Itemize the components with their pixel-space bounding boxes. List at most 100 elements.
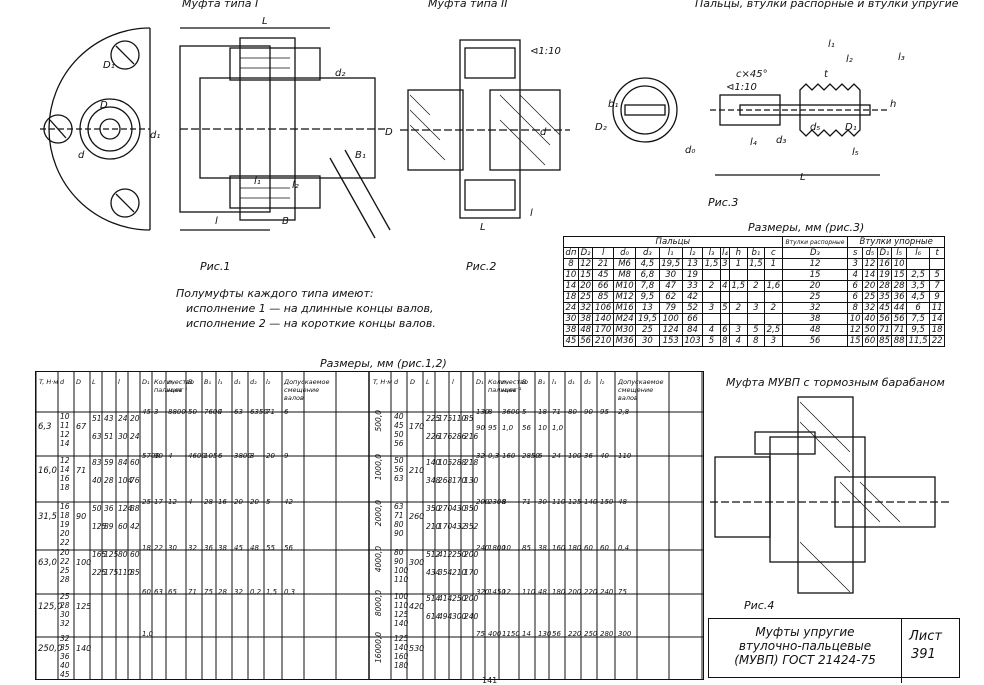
table3-col-header: l₅ [891,247,907,259]
outer-diameter-cell: 260 [409,512,425,521]
table-cell: 8 [746,335,766,347]
table3-col-header: l [592,247,614,259]
length-cell: 210 [452,568,467,577]
dimension-cell: 71 [188,588,197,596]
length-cell: 20 [130,414,140,423]
dimension-cell: 6 [218,452,223,460]
outer-diameter-cell: 100 [76,558,92,567]
figure-2-drawing: ⊲1:10 D d L l [385,39,570,233]
dimension-cell: 14 [522,630,531,638]
length-cell: 414 [438,594,453,603]
table-cell: M10 [612,280,637,292]
table-cell: 10 [891,258,907,270]
dimension-cell: 8800 [168,408,186,416]
dimension-cell: 63 [154,588,163,596]
column-header: l [452,378,454,386]
dimension-cell: 63 [234,408,243,416]
table-cell: 19 [876,269,893,281]
dimension-cell: 5 [266,498,271,506]
shaft-diameter-cell: 20 22 25 28 [60,548,70,584]
column-header: Допускаемое смещение валов [284,378,330,402]
dimension-cell: 2,8 [618,408,630,416]
table-cell: 103 [681,335,704,347]
table-cell: 45 [876,302,893,314]
table-cell: 12 [577,258,594,270]
table-cell: 20 [862,280,878,292]
dimension-cell: 280 [600,630,614,638]
dimension-cell: 4 [218,408,223,416]
column-header: d₁ [568,378,575,386]
column-header: D [410,378,416,386]
column-header: d₂ [250,378,257,386]
length-cell: 170 [464,568,479,577]
shaft-diameter-cell: 63 71 80 90 [394,502,404,538]
table-cell: 16 [876,258,893,270]
shaft-diameter-cell: 125 140 160 180 [394,634,409,670]
dimension-cell: 28 [218,588,227,596]
column-header: d₁ [234,378,241,386]
table-cell: 6 [847,291,864,303]
dimension-cell: 38 [538,544,547,552]
length-cell: 42 [130,522,140,531]
table-cell [702,313,721,325]
table-cell: 25 [635,324,660,336]
group-fingers: Пальцы [563,236,783,248]
table-cell: 8 [719,335,731,347]
table-cell: 7,5 [905,313,931,325]
torque-cell: 1000,0 [374,454,383,481]
table3-col-header: c [764,247,783,259]
column-header: D [76,378,82,386]
length-cell: 88 [130,504,140,513]
length-cell: 210 [426,522,441,531]
dimension-cell: 160 [552,544,566,552]
svg-text:d: d [540,127,547,138]
length-cell: 110 [452,414,467,423]
table-cell: 5 [719,302,731,314]
dimension-cell: 100 [568,452,582,460]
length-cell: 24 [118,414,128,423]
table-cell: 11,5 [905,335,931,347]
shaft-diameter-cell: 10 11 12 14 [60,412,70,448]
column-header: D₁ [142,378,150,386]
table-cell: 88 [891,335,907,347]
table-cell [929,258,945,270]
table-cell: 21 [592,258,614,270]
dimension-cell: 140 [584,498,598,506]
svg-text:D₂: D₂ [595,122,607,133]
length-cell: 250 [452,550,467,559]
dimension-cell: 75 [618,588,627,596]
svg-text:l₅: l₅ [852,147,859,158]
title-line-1: Муфты упругие [755,625,855,639]
svg-text:t: t [824,69,829,80]
table-cell: 6 [905,302,931,314]
length-cell: 268 [438,476,453,485]
table-cell: 56 [577,335,594,347]
dimension-cell: 12 [502,588,511,596]
table-cell: 20 [577,280,594,292]
dimension-cell: 36 [584,452,593,460]
table3-col-header: D₁ [876,247,893,259]
dimension-cell: 220 [584,588,598,596]
svg-text:h: h [890,99,896,110]
table-cell: 20 [781,280,849,292]
table-cell: M30 [612,324,637,336]
outer-diameter-cell: 170 [409,422,425,431]
dimension-cell: 20 [234,498,243,506]
length-cell: 40 [92,476,102,485]
dimension-cell: 160 [502,452,516,460]
dimension-cell: 320 [476,588,490,596]
torque-cell: 16000,0 [374,632,383,664]
dimension-cell: 22 [154,544,163,552]
table-cell: M16 [612,302,637,314]
column-header: B [522,378,527,386]
table-cell [764,291,783,303]
table-cell: 12 [781,258,849,270]
table-cell: 71 [876,324,893,336]
table-cell: 48 [577,324,594,336]
table-cell: 1,5 [746,258,766,270]
dimension-cell: 1,0 [142,630,154,638]
column-header: Количество пальцев [488,378,528,394]
torque-cell: 63,0 [38,558,57,568]
